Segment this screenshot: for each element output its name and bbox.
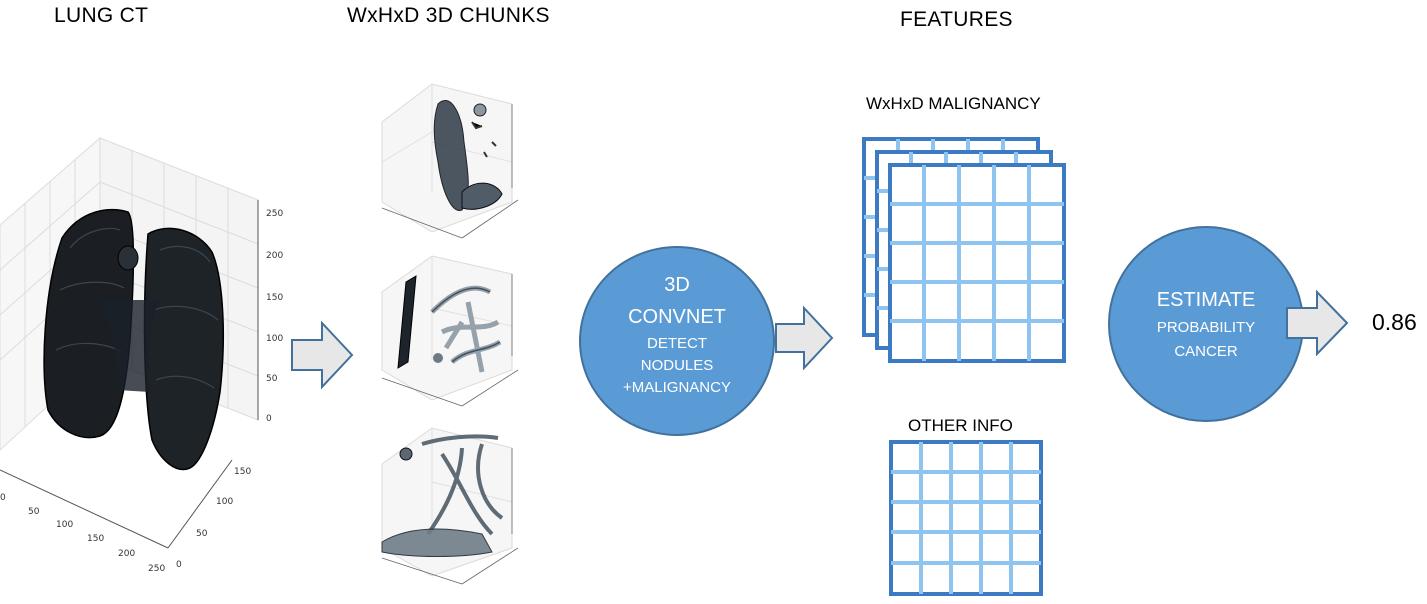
arrow-right-icon	[291, 320, 354, 390]
ct-x-axis	[0, 469, 169, 549]
lung-ct-render: 250 200 150 100 50 0 0 50 100 150 200 25…	[0, 136, 283, 574]
ct-z-tick: 150	[266, 293, 283, 303]
convnet-malignancy-label: +MALIGNANCY	[623, 379, 731, 396]
lung-mesh	[43, 208, 225, 471]
ct-y-tick: 50	[196, 529, 208, 539]
ct-y-axis	[167, 459, 233, 549]
lung-ct-heading: LUNG CT	[54, 4, 149, 27]
convnet-detect-label: DETECT	[647, 335, 707, 352]
ct-z-tick: 0	[266, 414, 272, 424]
ct-x-tick: 150	[87, 534, 104, 544]
other-info-label: OTHER INFO	[908, 416, 1013, 435]
convnet-nodules-label: NODULES	[640, 357, 714, 374]
ct-x-tick: 0	[0, 493, 6, 503]
ct-x-tick: 250	[148, 564, 165, 574]
ct-y-tick: 0	[176, 560, 182, 570]
ct-z-tick: 100	[266, 334, 283, 344]
ct-x-tick: 100	[56, 520, 73, 530]
ct-z-tick: 250	[266, 209, 283, 219]
chunk-thumbnail-3	[381, 427, 519, 585]
arrow-right-icon	[775, 306, 834, 370]
ct-x-tick: 50	[28, 507, 40, 517]
malignancy-label: WxHxD MALIGNANCY	[866, 94, 1041, 113]
features-heading: FEATURES	[900, 8, 1013, 31]
estimator-node	[1108, 226, 1304, 422]
chunk-thumbnail-2	[381, 255, 519, 407]
ct-x-tick: 200	[118, 549, 135, 559]
chunks-heading: WxHxD 3D CHUNKS	[347, 4, 550, 27]
estimator-title: ESTIMATE	[1156, 289, 1256, 311]
ct-z-tick: 50	[266, 374, 278, 384]
ct-y-tick: 100	[216, 497, 233, 507]
arrow-right-icon	[1286, 290, 1349, 356]
estimator-probability-label: PROBABILITY	[1156, 319, 1256, 336]
ct-y-tick: 150	[234, 467, 251, 477]
malignancy-grid-front	[888, 163, 1066, 363]
estimator-cancer-label: CANCER	[1174, 343, 1238, 360]
convnet-title-line-1: 3D	[664, 274, 690, 296]
convnet-title-line-2: CONVNET	[628, 306, 726, 328]
malignancy-feature-grid-stack	[862, 137, 1066, 363]
chunk-thumbnail-1	[381, 83, 519, 239]
convnet-node	[579, 246, 775, 436]
ct-z-tick: 200	[266, 251, 283, 261]
other-info-feature-grid	[889, 440, 1043, 596]
cancer-probability-output: 0.86	[1372, 309, 1417, 335]
